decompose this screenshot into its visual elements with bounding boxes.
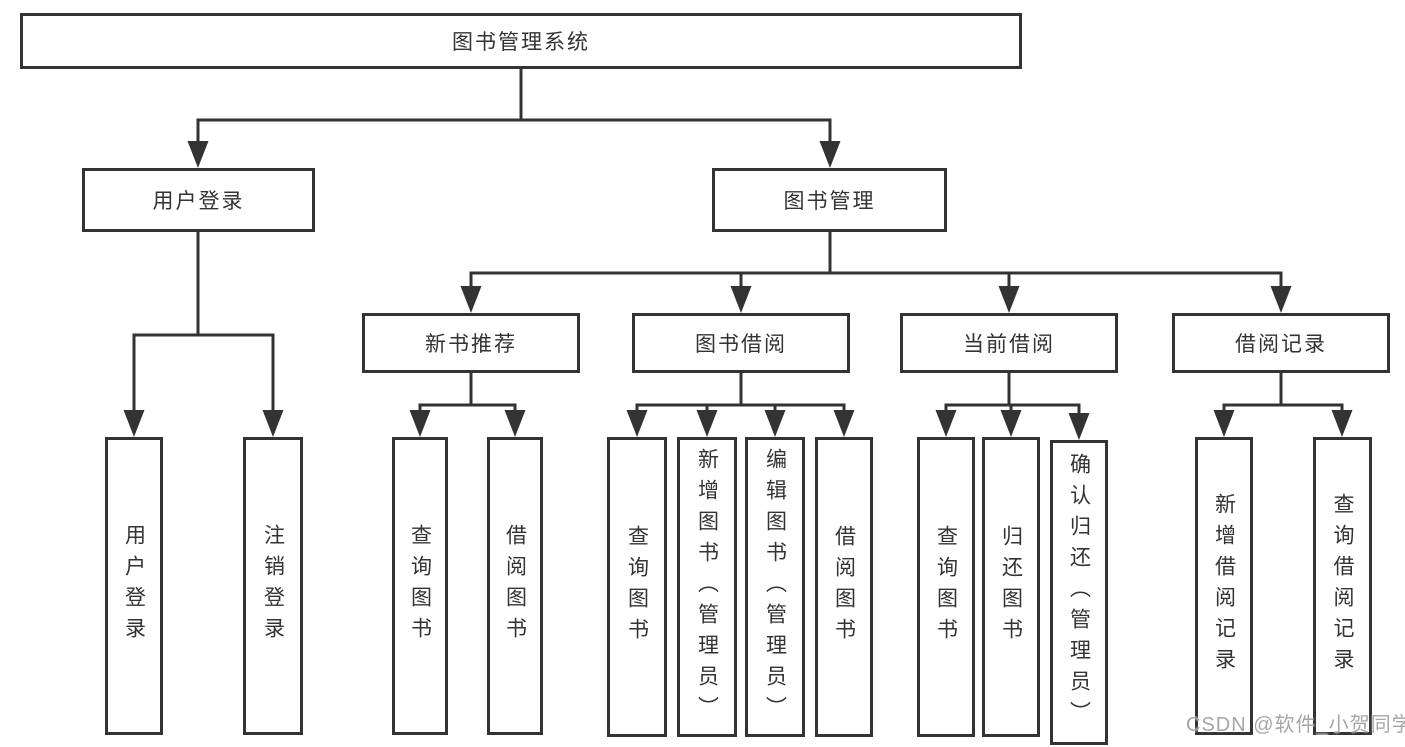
- node-new-book-recommend: 新书推荐: [362, 313, 580, 373]
- node-borrow-records: 借阅记录: [1172, 313, 1390, 373]
- node-book-management: 图书管理: [712, 168, 947, 232]
- leaf-add-book-admin: 新增图书（管理员）: [677, 437, 737, 737]
- leaf-query-books-current: 查询图书: [917, 437, 975, 737]
- leaf-borrow-books-recommend: 借阅图书: [487, 437, 543, 735]
- node-user-login: 用户登录: [82, 168, 315, 232]
- leaf-logout: 注销登录: [243, 437, 303, 735]
- node-system-root: 图书管理系统: [20, 13, 1022, 69]
- leaf-query-borrow-record: 查询借阅记录: [1313, 437, 1372, 735]
- connector-book-borrow-branch: [626, 373, 855, 437]
- leaf-borrow-books-borrow: 借阅图书: [815, 437, 873, 737]
- leaf-confirm-return-admin: 确认归还（管理员）: [1050, 440, 1108, 745]
- leaf-return-book: 归还图书: [982, 437, 1040, 737]
- leaf-user-login: 用户登录: [105, 437, 163, 735]
- connector-root-to-level2: [187, 69, 841, 168]
- connector-book-management-branch: [460, 232, 1292, 313]
- connector-borrow-record-branch: [1213, 373, 1353, 437]
- leaf-edit-book-admin: 编辑图书（管理员）: [745, 437, 805, 737]
- connector-user-login-branch: [123, 232, 284, 437]
- node-book-borrow: 图书借阅: [632, 313, 850, 373]
- connector-new-book-branch: [409, 373, 526, 437]
- leaf-add-borrow-record: 新增借阅记录: [1195, 437, 1253, 735]
- node-current-borrow: 当前借阅: [900, 313, 1118, 373]
- csdn-watermark: CSDN @软件_小贺同学: [1186, 714, 1405, 736]
- connector-current-borrow-branch: [935, 373, 1090, 440]
- leaf-query-books-recommend: 查询图书: [392, 437, 448, 735]
- leaf-query-books-borrow: 查询图书: [607, 437, 667, 737]
